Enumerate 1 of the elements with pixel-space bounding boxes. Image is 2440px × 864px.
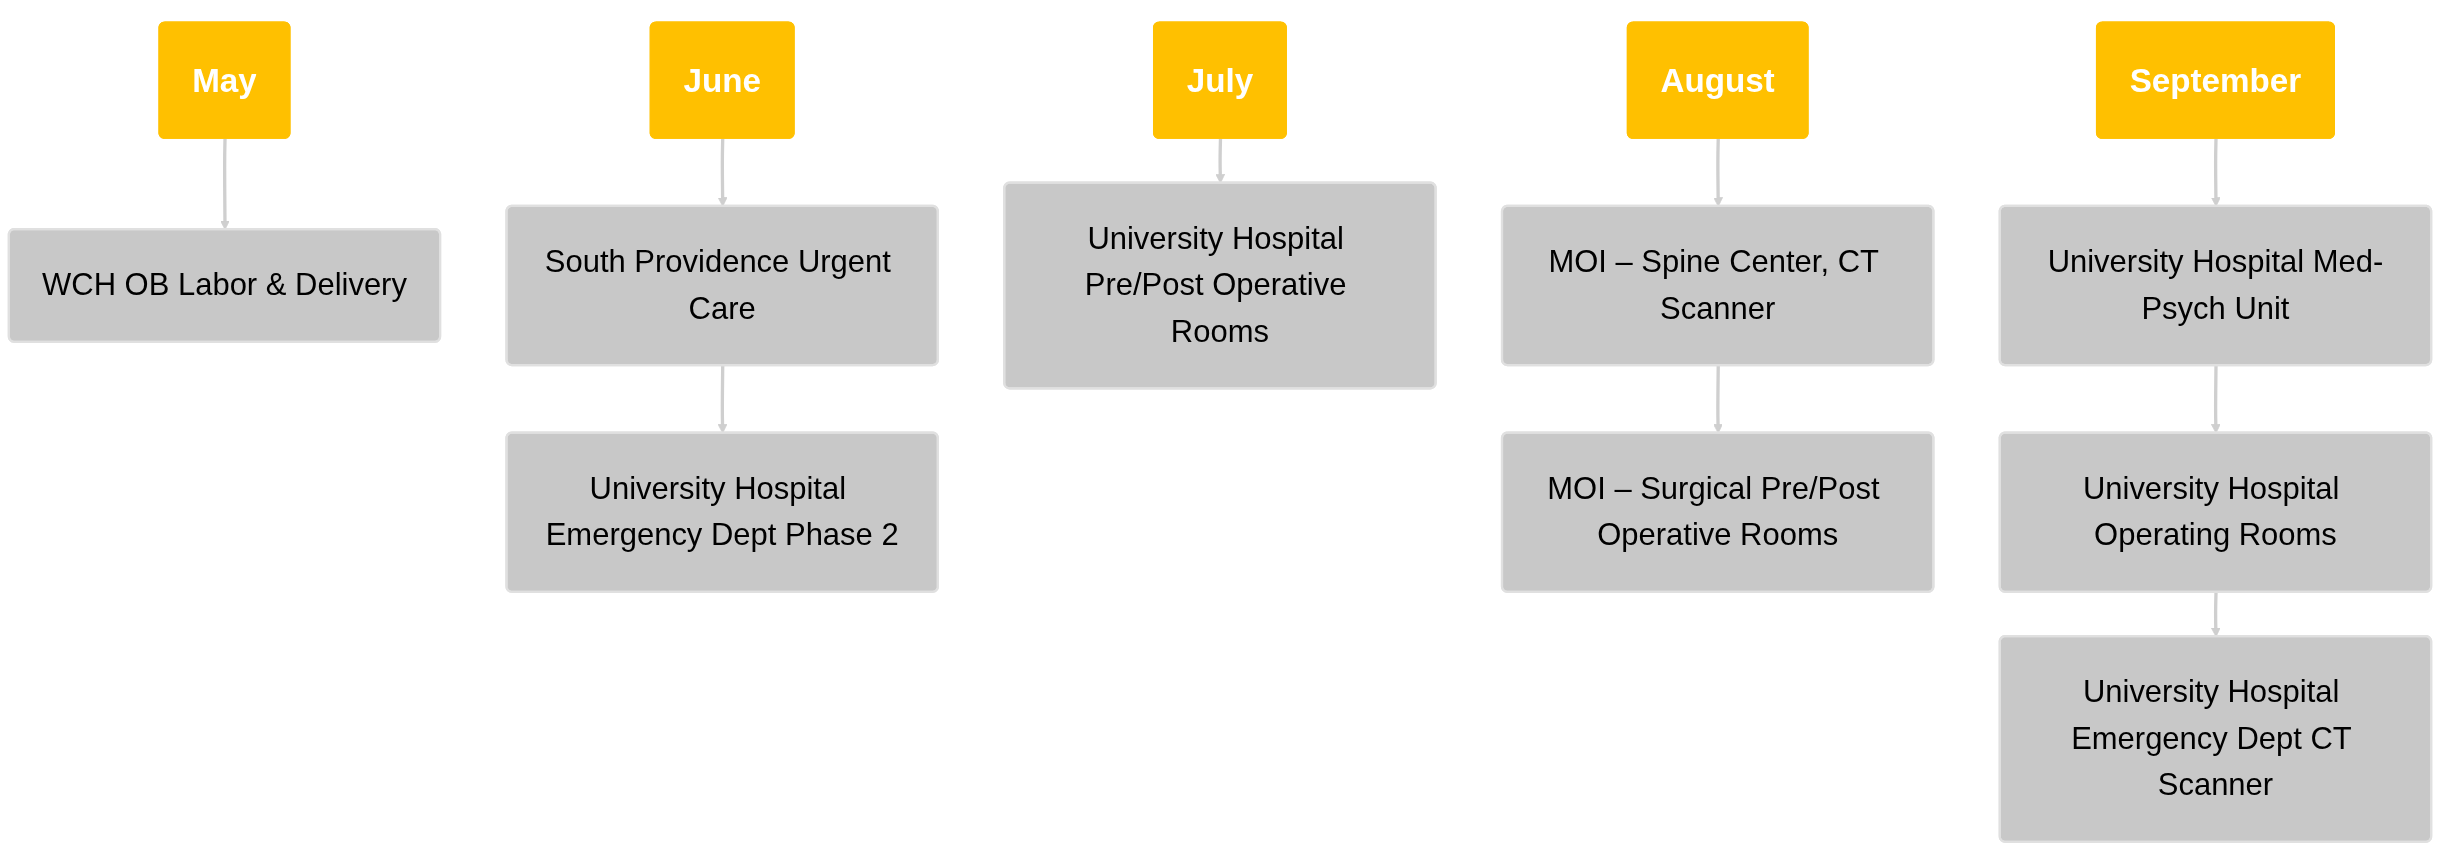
arrow xyxy=(220,138,230,230)
